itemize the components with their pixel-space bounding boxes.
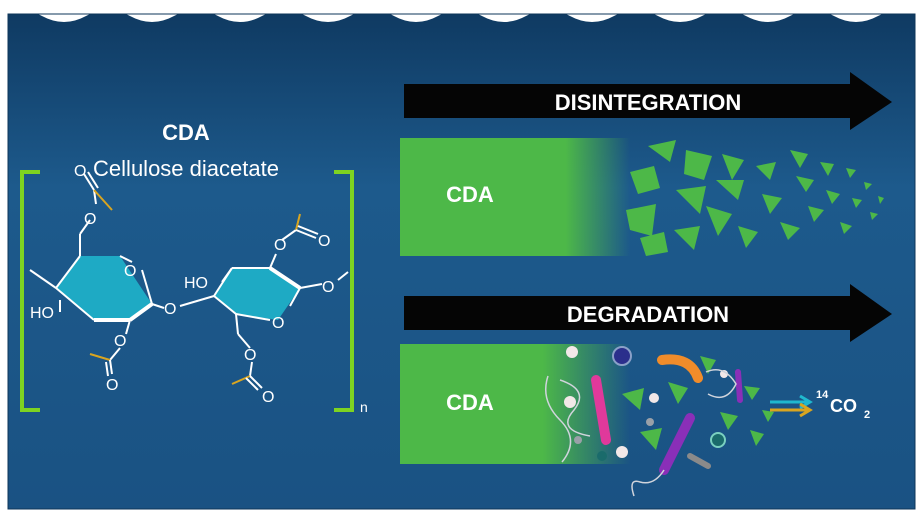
polymer-strand bbox=[559, 379, 591, 437]
polymer-strand bbox=[705, 369, 737, 399]
cda-block-label: CDA bbox=[446, 390, 494, 415]
microbe-icon bbox=[591, 375, 611, 445]
atom-o: O bbox=[322, 279, 334, 296]
polymer-strand bbox=[545, 375, 572, 463]
atom-o: O bbox=[244, 347, 256, 364]
atom-o: O bbox=[272, 315, 284, 332]
frame-border bbox=[7, 13, 916, 510]
microbe-icon bbox=[574, 436, 582, 444]
atom-o: O bbox=[164, 301, 176, 318]
microbe-icon bbox=[564, 396, 576, 408]
product-formula: CO bbox=[830, 396, 857, 416]
product-subscript: 2 bbox=[864, 409, 870, 421]
left-glucose-ring bbox=[29, 171, 154, 377]
fragments bbox=[626, 140, 884, 256]
atom-o: O bbox=[124, 263, 136, 280]
microbe-icon bbox=[659, 413, 695, 475]
hydroxyl-label: HO bbox=[184, 275, 208, 292]
double-arrow-icon bbox=[770, 394, 813, 418]
atom-o: O bbox=[84, 211, 96, 228]
cda-block-disintegration bbox=[400, 138, 630, 256]
atom-o: O bbox=[318, 233, 330, 250]
microbe-icon bbox=[597, 451, 607, 461]
product-label: 14 CO 2 bbox=[816, 382, 870, 421]
microbe-icon bbox=[735, 369, 743, 403]
wave-icon bbox=[0, 0, 923, 22]
molecule-name: Cellulose diacetate bbox=[93, 156, 279, 181]
microbe-icon bbox=[657, 354, 703, 383]
microbe-icon bbox=[710, 432, 726, 448]
microbe-icon bbox=[566, 346, 578, 358]
degradation-fragments bbox=[622, 356, 774, 450]
microbe-icon bbox=[649, 393, 659, 403]
microbe-icon bbox=[612, 346, 632, 366]
microbe-icon bbox=[687, 453, 711, 469]
disintegration-label: DISINTEGRATION bbox=[555, 90, 742, 115]
microbes bbox=[545, 346, 743, 497]
atom-o: O bbox=[106, 377, 118, 394]
microbe-icon bbox=[646, 418, 654, 426]
cda-block-degradation bbox=[400, 344, 630, 464]
molecule-abbrev: CDA bbox=[162, 120, 210, 145]
arrow-icon bbox=[404, 72, 892, 130]
glycosidic-bond bbox=[151, 303, 165, 309]
degradation-arrow bbox=[404, 284, 892, 342]
atom-o: O bbox=[114, 333, 126, 350]
hydroxyl-label: HO bbox=[30, 305, 54, 322]
disintegration-arrow bbox=[404, 72, 892, 130]
glycosidic-bond bbox=[179, 295, 215, 307]
isotope-superscript: 14 bbox=[816, 389, 829, 401]
atom-o: O bbox=[74, 163, 86, 180]
atom-o: O bbox=[262, 389, 274, 406]
microbe-icon bbox=[616, 446, 628, 458]
atom-o: O bbox=[274, 237, 286, 254]
degradation-label: DEGRADATION bbox=[567, 302, 729, 327]
right-bracket bbox=[334, 170, 354, 412]
arrow-icon bbox=[404, 284, 892, 342]
cda-block-label: CDA bbox=[446, 182, 494, 207]
flagellum bbox=[631, 469, 665, 497]
repeat-subscript: n bbox=[360, 399, 368, 415]
right-glucose-ring bbox=[213, 213, 349, 391]
left-bracket bbox=[20, 170, 40, 412]
